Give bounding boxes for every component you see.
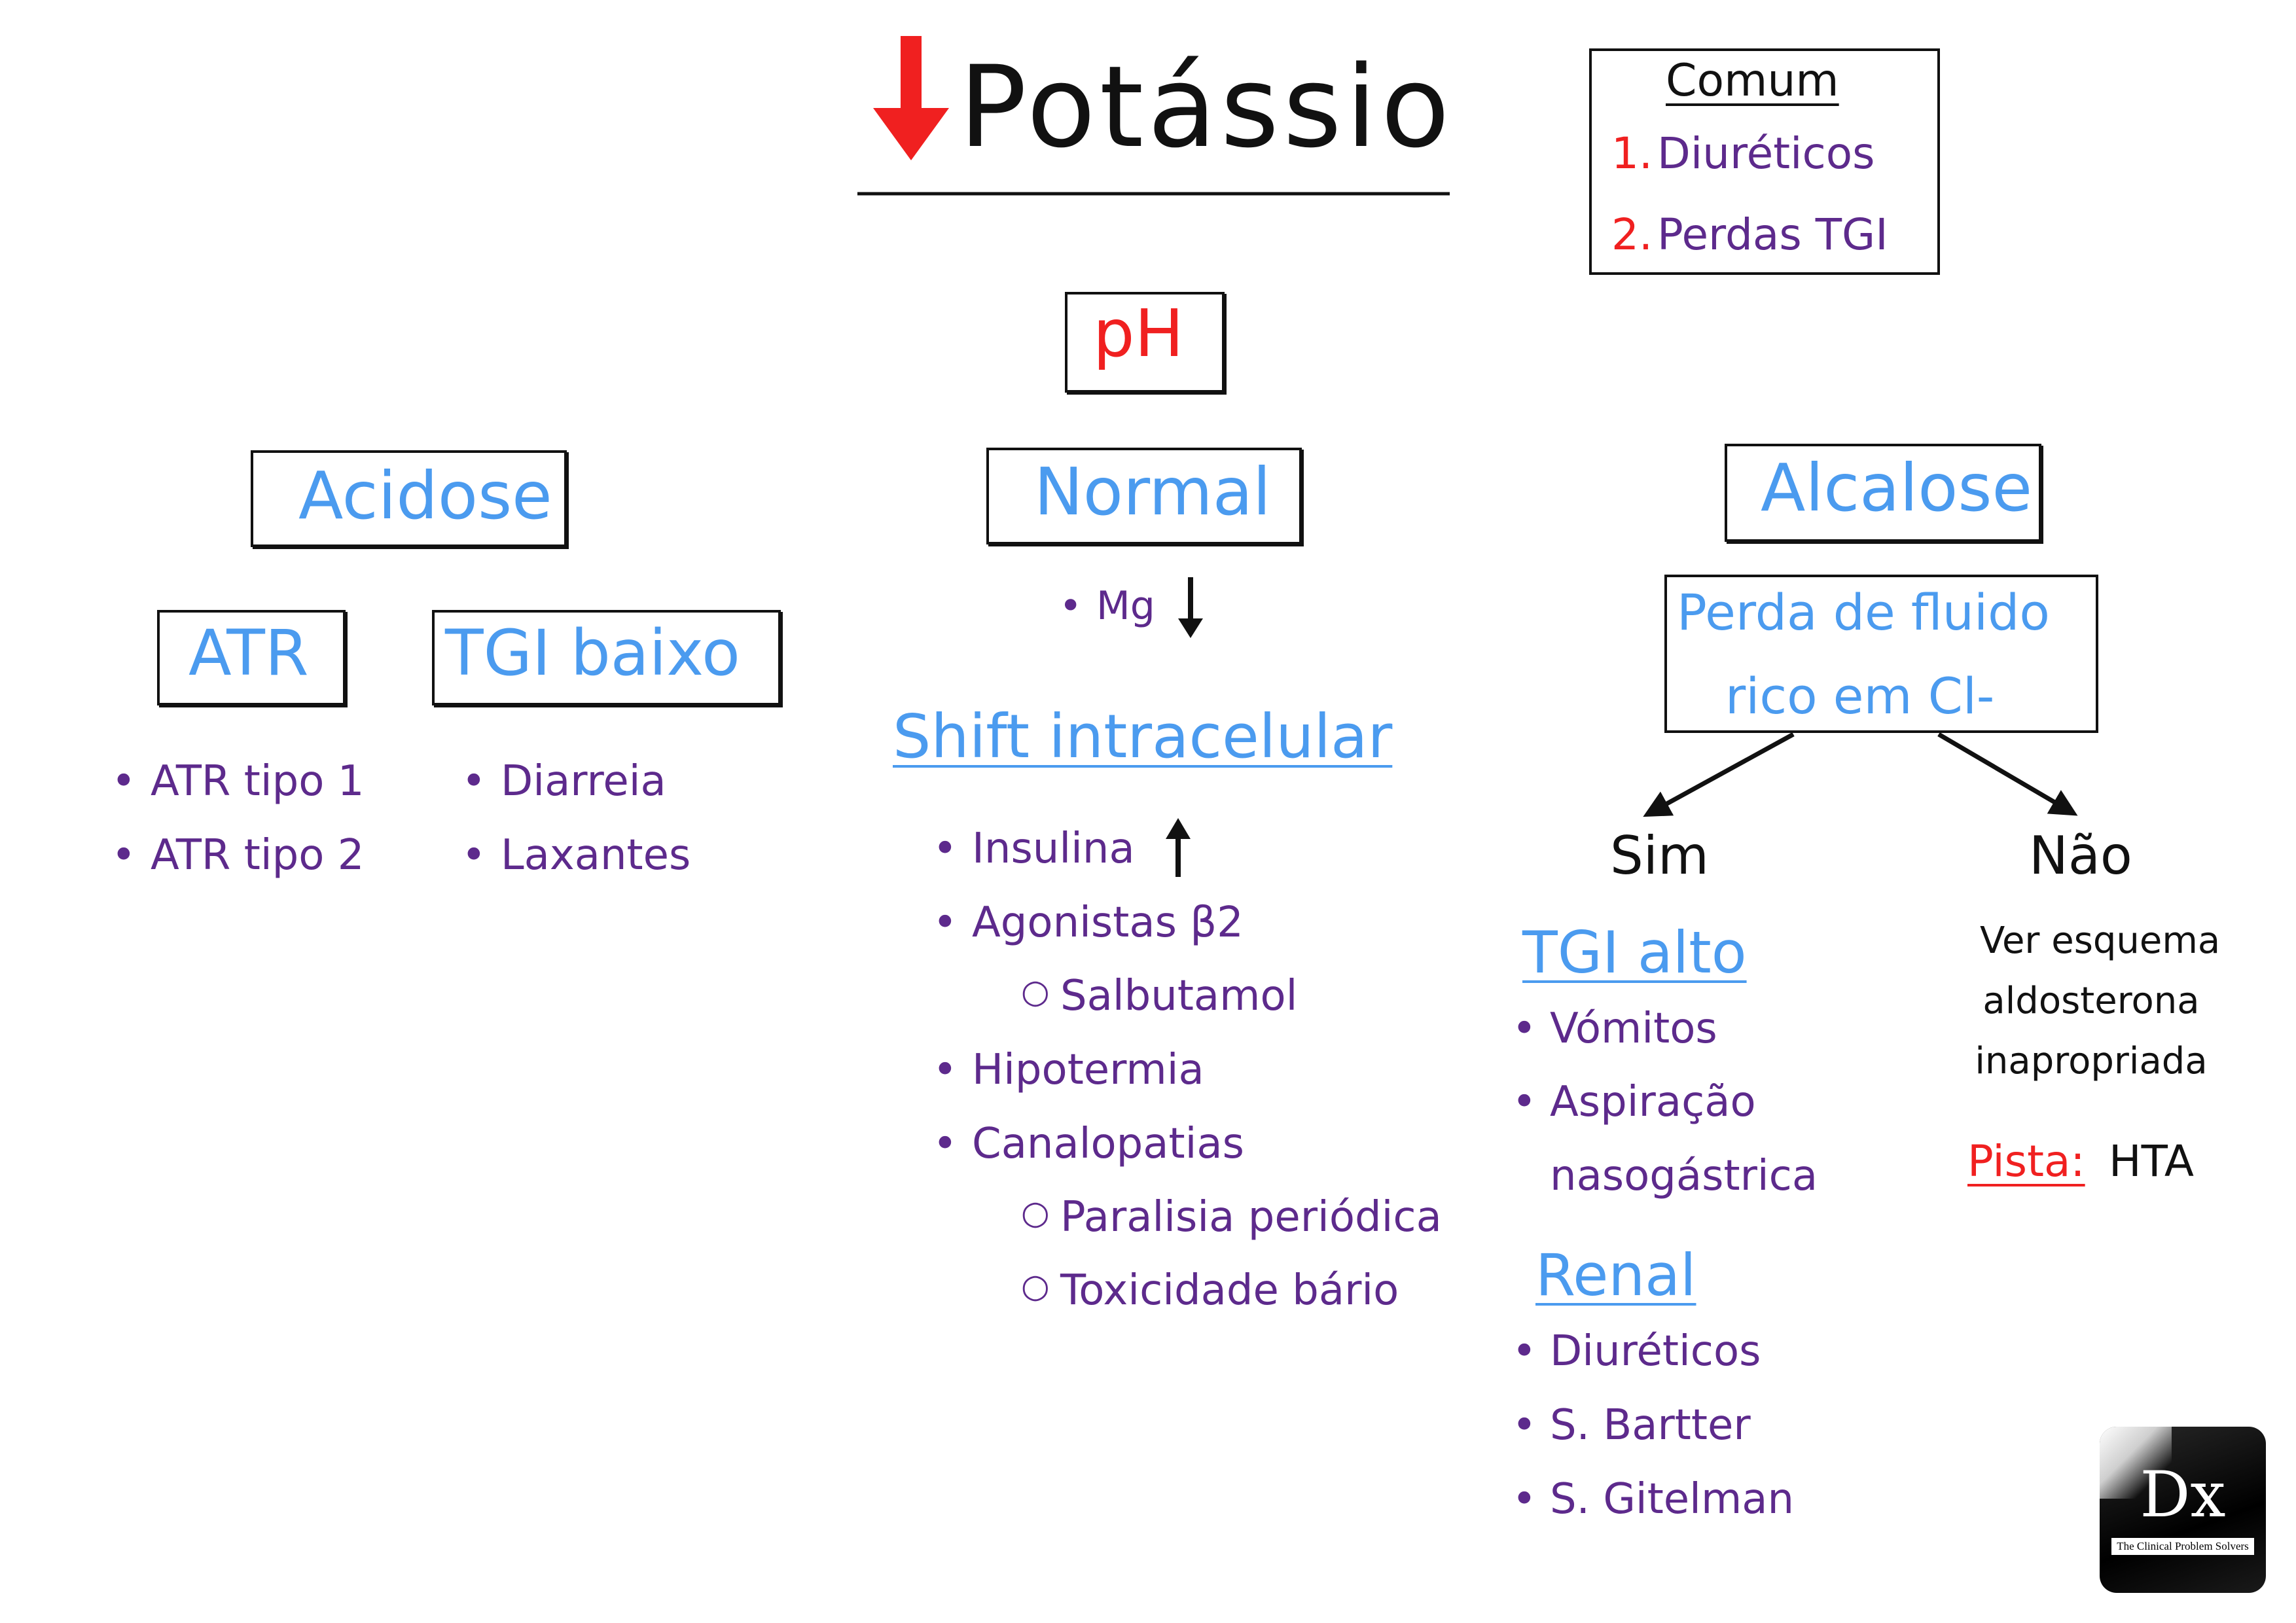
alcalose-box [1725, 444, 2041, 542]
comum-item-2-number: 2. [1611, 209, 1653, 260]
canalopatias-bullet: • [933, 1120, 958, 1168]
mg-text: Mg [1096, 583, 1155, 629]
comum-box [1589, 48, 1940, 275]
logo-subtitle: The Clinical Problem Solvers [2111, 1538, 2254, 1555]
atr-bullet-1: • [111, 757, 136, 806]
tgi-baixo-bullet-1: • [461, 757, 486, 806]
perda-fluido-line-2: rico em Cl- [1725, 667, 1995, 725]
perda-fluido-line-1: Perda de fluido [1677, 583, 2050, 641]
mg-bullet: • [1059, 583, 1083, 629]
normal-box [986, 448, 1302, 544]
pista-value: HTA [2109, 1136, 2194, 1186]
arrow-to-sim [1643, 732, 1795, 817]
atr-item-2: ATR tipo 2 [151, 831, 365, 880]
ph-label: pH [1093, 295, 1184, 372]
paralisia-text: Paralisia periódica [1060, 1193, 1442, 1241]
atr-bullet-2: • [111, 831, 136, 880]
comum-heading: Comum [1666, 55, 1839, 107]
insulina-text: Insulina [972, 825, 1135, 873]
tgi-alto-title: TGI alto [1522, 919, 1747, 986]
hipotermia-bullet: • [933, 1046, 958, 1094]
renal-title: Renal [1535, 1241, 1696, 1309]
tgi-baixo-bullet-2: • [461, 831, 486, 880]
page-title: Potássio [959, 41, 1454, 173]
comum-item-1-number: 1. [1611, 128, 1653, 179]
dx-logo: Dx The Clinical Problem Solvers [2100, 1427, 2266, 1593]
paralisia-bullet: ○ [1021, 1194, 1050, 1232]
canalopatias-text: Canalopatias [972, 1120, 1244, 1168]
hipotermia-text: Hipotermia [972, 1046, 1204, 1094]
shift-intracelular-title: Shift intracelular [893, 702, 1393, 772]
logo-corner-highlight [2100, 1427, 2172, 1499]
insulina-up-arrow-icon [1166, 818, 1191, 877]
vomitos-bullet: • [1512, 1005, 1537, 1053]
ph-box [1065, 292, 1225, 393]
renal-item-3: S. Gitelman [1550, 1475, 1795, 1524]
alcalose-label: Alcalose [1761, 450, 2033, 526]
tgi-baixo-item-1: Diarreia [501, 757, 666, 806]
aspiracao-text: Aspiração [1550, 1078, 1756, 1126]
renal-item-2: S. Bartter [1550, 1401, 1751, 1450]
agonistas-bullet: • [933, 899, 958, 947]
sim-label: Sim [1610, 825, 1709, 886]
renal-bullet-3: • [1512, 1475, 1537, 1524]
tgi-baixo-box [432, 610, 781, 705]
pista-label: Pista: [1967, 1136, 2085, 1186]
normal-label: Normal [1034, 454, 1271, 530]
toxicidade-text: Toxicidade bário [1060, 1266, 1399, 1315]
toxicidade-bullet: ○ [1021, 1267, 1050, 1305]
logo-mark: Dx [2140, 1458, 2226, 1531]
renal-bullet-2: • [1512, 1401, 1537, 1450]
atr-label: ATR [188, 616, 309, 690]
ver-esquema-line-2: aldosterona [1982, 980, 2200, 1022]
salbutamol-text: Salbutamol [1060, 972, 1298, 1020]
vomitos-text: Vómitos [1550, 1005, 1717, 1053]
aspiracao-bullet: • [1512, 1078, 1537, 1126]
salbutamol-bullet: ○ [1021, 972, 1050, 1010]
perda-fluido-box [1664, 575, 2098, 733]
atr-item-1: ATR tipo 1 [151, 757, 365, 806]
comum-item-1-text: Diuréticos [1657, 128, 1875, 179]
tgi-baixo-label: TGI baixo [445, 616, 740, 690]
nao-label: Não [2029, 825, 2132, 886]
renal-item-1: Diuréticos [1550, 1327, 1761, 1376]
mg-down-arrow-icon [1178, 577, 1203, 638]
ver-esquema-line-1: Ver esquema [1980, 919, 2221, 962]
nasogastrica-text: nasogástrica [1550, 1152, 1818, 1200]
tgi-baixo-item-2: Laxantes [501, 831, 691, 880]
ver-esquema-line-3: inapropriada [1975, 1040, 2208, 1082]
acidose-box [251, 450, 567, 547]
arrow-to-nao [1937, 732, 2078, 816]
atr-box [157, 610, 346, 705]
acidose-label: Acidose [298, 457, 552, 534]
agonistas-text: Agonistas β2 [972, 899, 1244, 947]
comum-item-2-text: Perdas TGI [1657, 209, 1888, 260]
insulina-bullet: • [933, 825, 958, 873]
title-down-arrow-icon [873, 36, 949, 160]
renal-bullet-1: • [1512, 1327, 1537, 1376]
